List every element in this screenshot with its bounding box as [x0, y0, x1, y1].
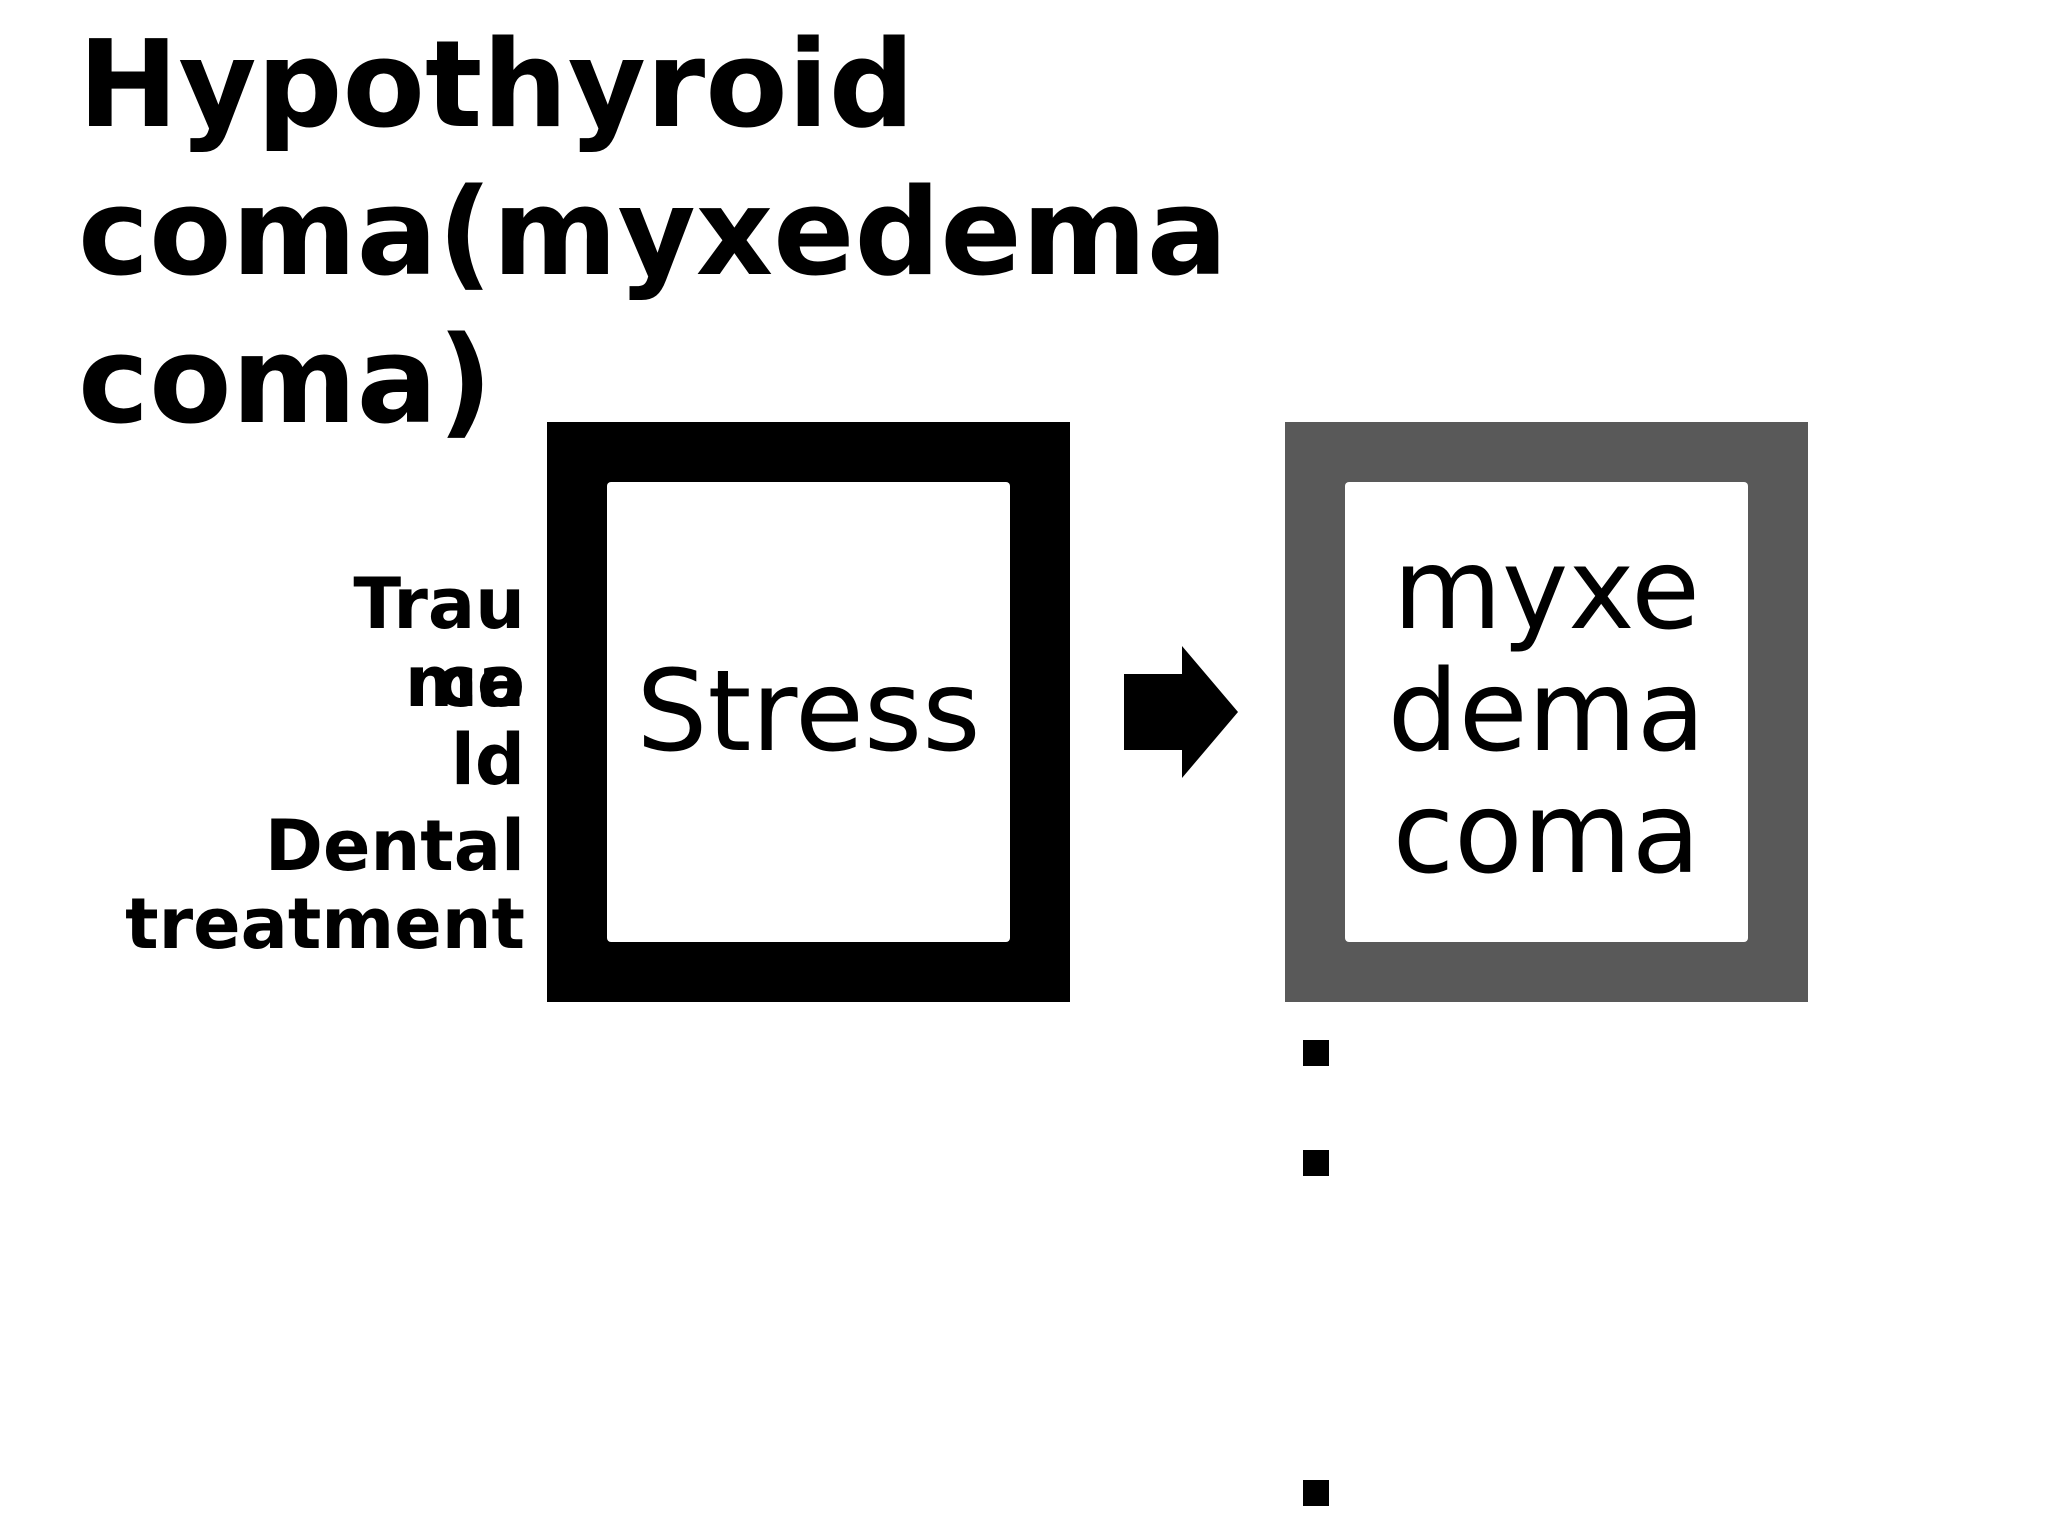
cause-trauma-part-1: Trau: [353, 563, 525, 645]
myxedema-label-part-2: dema: [1387, 647, 1706, 777]
myxedema-coma-box: myxe dema coma: [1285, 422, 1808, 1002]
title-line-3: coma): [78, 312, 493, 451]
cause-cold: co ld: [435, 643, 525, 799]
cause-cold-part-2: ld: [450, 719, 525, 801]
cause-trauma: Trau ma: [353, 565, 525, 721]
myxedema-coma-label: myxe dema coma: [1388, 529, 1706, 895]
title-line-2: coma(myxedema: [78, 164, 1228, 303]
stress-label: Stress: [636, 647, 981, 777]
cause-dental-part-2: treatment: [125, 883, 525, 965]
myxedema-box-inner: myxe dema coma: [1345, 482, 1748, 942]
cause-cold-part-1: co: [435, 641, 525, 723]
square-bullet-icon: [1303, 1480, 1329, 1506]
cause-trauma-part-2: ma: [404, 641, 525, 723]
right-arrow-shape: [1124, 646, 1238, 778]
square-bullet-icon: [1303, 1150, 1329, 1176]
myxedema-label-part-3: coma: [1392, 769, 1701, 899]
title-line-1: Hypothyroid: [78, 16, 915, 155]
square-bullet-icon: [1303, 1040, 1329, 1066]
stress-box-inner: Stress: [607, 482, 1010, 942]
right-arrow-icon: [1124, 646, 1238, 778]
myxedema-label-part-1: myxe: [1392, 525, 1701, 655]
stress-box: Stress: [547, 422, 1070, 1002]
slide-title: Hypothyroid coma(myxedema coma): [78, 12, 1278, 456]
cause-dental-treatment: Dental treatment: [125, 807, 525, 963]
cause-dental-part-1: Dental: [264, 805, 525, 887]
